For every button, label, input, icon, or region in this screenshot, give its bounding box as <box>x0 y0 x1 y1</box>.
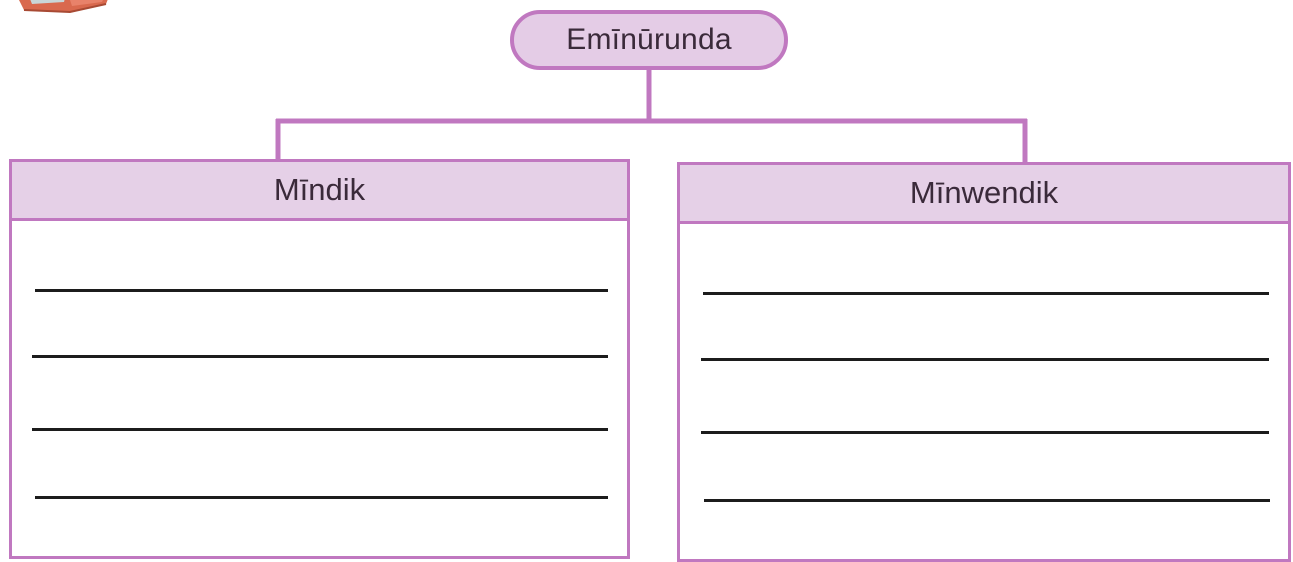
branch-panel-left: Mīndik <box>9 159 630 559</box>
branch-label-right: Mīnwendik <box>909 175 1059 210</box>
tree-connectors <box>275 70 1028 163</box>
branch-header-left: Mīndik <box>12 162 627 221</box>
book-illustration <box>19 0 108 14</box>
root-label: Emīnūrunda <box>566 23 732 56</box>
branch-panel-right: Mīnwendik <box>677 162 1291 562</box>
answer-line[interactable] <box>32 355 608 358</box>
branch-header-right: Mīnwendik <box>680 165 1288 224</box>
answer-line[interactable] <box>701 431 1269 434</box>
root-node: Emīnūrunda <box>510 10 788 70</box>
answer-line[interactable] <box>32 428 608 431</box>
answer-line[interactable] <box>701 358 1269 361</box>
branch-label-left: Mīndik <box>273 172 366 207</box>
answer-line[interactable] <box>704 499 1270 502</box>
answer-line[interactable] <box>703 292 1269 295</box>
answer-line[interactable] <box>35 289 608 292</box>
answer-line[interactable] <box>35 496 608 499</box>
